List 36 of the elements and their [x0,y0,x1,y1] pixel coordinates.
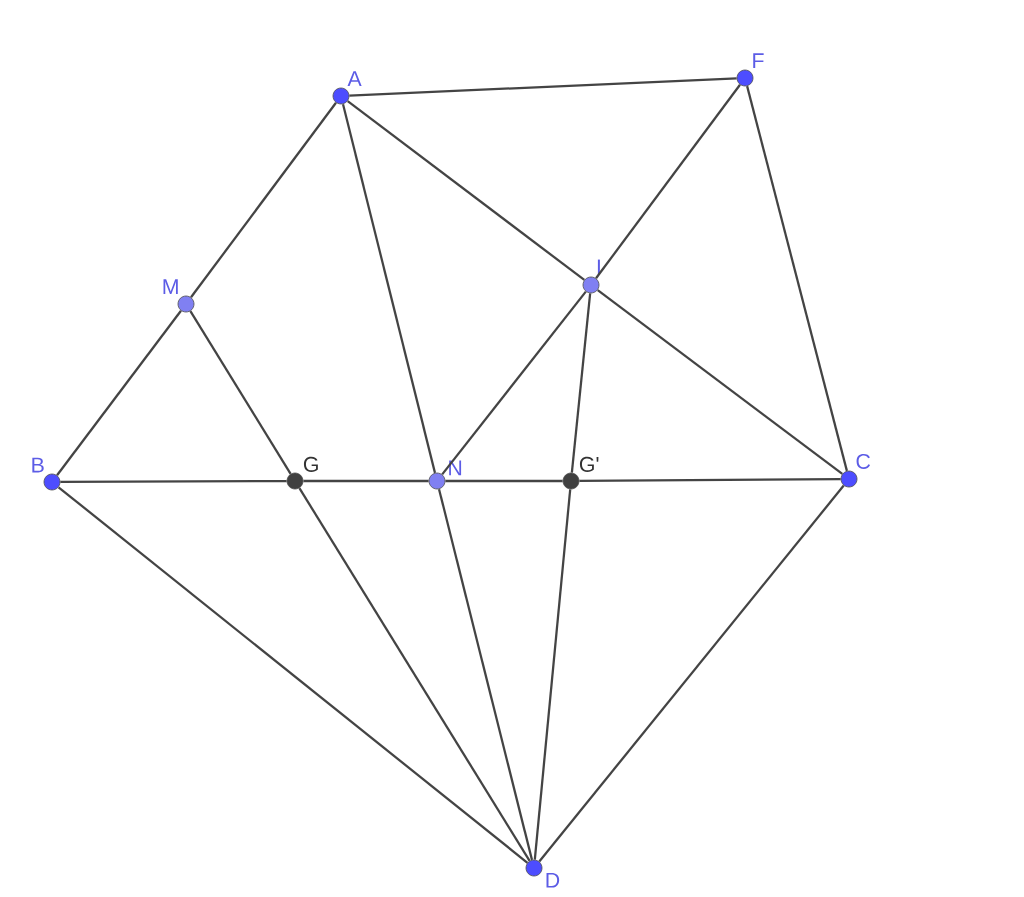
point: M [160,277,195,313]
line-segment [190,102,337,298]
node-label: M [163,279,178,294]
node-label: G [303,456,318,472]
line-segment [538,484,845,863]
point: F [736,51,766,87]
line-segment [349,77,737,97]
line-segment [445,479,563,483]
line-segment [437,488,534,861]
line-segment [595,84,741,279]
node-label: G' [579,456,599,472]
point: D [525,859,562,889]
node-label: A [347,71,362,86]
line-segment [56,310,182,476]
node-label: B [32,457,44,473]
line-segment [189,310,292,475]
line-segment [347,100,585,281]
line-segment [341,103,437,474]
line-segment [57,486,529,864]
line-segment [303,479,429,483]
line-segment [597,289,843,475]
node-label: D [546,872,560,888]
point: B [29,456,61,491]
line-segment [746,85,848,472]
line-segment [60,479,287,484]
line-segment [298,487,531,862]
node-label: F [753,53,764,68]
point: G [286,455,321,490]
line-segment [570,293,592,473]
point: G' [562,455,601,490]
node-label: C [856,453,871,469]
line-segment [579,477,841,483]
line-segment [441,290,587,476]
point: A [332,69,364,105]
line-segment [533,489,572,860]
point: C [840,452,873,488]
